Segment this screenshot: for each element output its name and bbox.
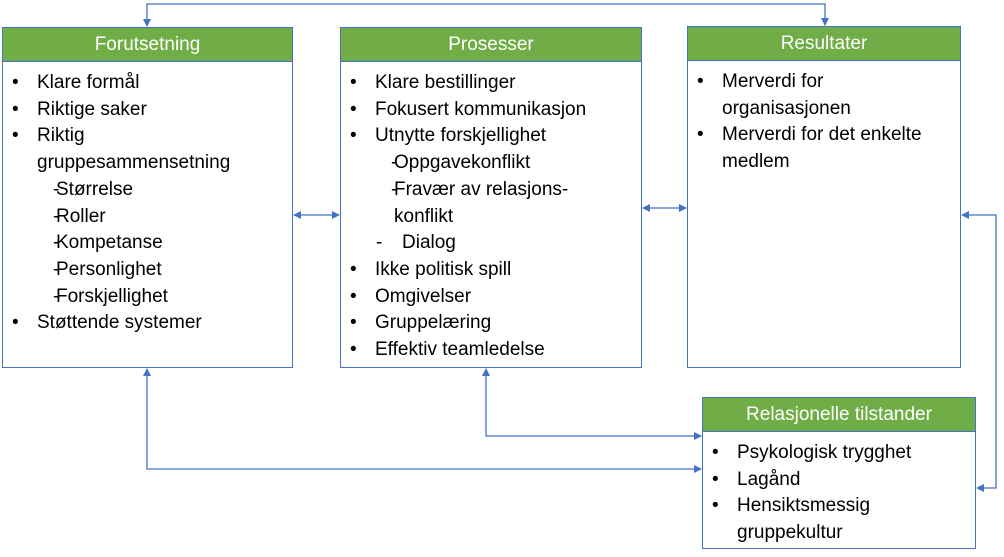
- prosesser-list: Klare bestillingerFokusert kommunikasjon…: [341, 62, 608, 364]
- list-item: Ikke politisk spill: [350, 257, 602, 284]
- list-item: -Størrelse: [12, 177, 242, 204]
- list-item: Effektiv teamledelse: [350, 337, 602, 364]
- list-item: Hensiktsmessig gruppekultur: [712, 493, 942, 546]
- list-item: -Roller: [12, 204, 242, 231]
- relasjonelle-box: Relasjonelle tilstander Psykologisk tryg…: [702, 397, 976, 549]
- list-item: Støttende systemer: [12, 310, 242, 337]
- list-item: Merverdi for organisasjonen: [697, 69, 937, 122]
- dash-marker: -: [53, 232, 60, 254]
- arrow-top-loop: [143, 3, 829, 27]
- list-item: Psykologisk trygghet: [712, 440, 942, 467]
- resultater-box: Resultater Merverdi for organisasjonenMe…: [687, 26, 961, 368]
- arrow-resultater-relasjonelle: [961, 211, 997, 492]
- list-item: -Dialog: [350, 230, 602, 257]
- forutsetning-list: Klare formålRiktige sakerRiktig gruppesa…: [3, 62, 248, 337]
- arrow-forutsetning-relasjonelle: [143, 368, 702, 473]
- resultater-list: Merverdi for organisasjonenMerverdi for …: [688, 61, 943, 176]
- list-item: -Personlighet: [12, 257, 242, 284]
- list-item: Fokusert kommunikasjon: [350, 97, 602, 124]
- relasjonelle-title: Relasjonelle tilstander: [703, 398, 975, 432]
- list-item: Gruppelæring: [350, 310, 602, 337]
- forutsetning-box: Forutsetning Klare formålRiktige sakerRi…: [2, 27, 293, 368]
- list-item: -Fravær av relasjons-konflikt: [391, 178, 569, 227]
- list-item: Riktig gruppesammensetning: [12, 123, 242, 176]
- dash-marker: -: [391, 152, 398, 174]
- list-item: -Oppgavekonflikt: [350, 150, 602, 177]
- arrow-prosesser-relasjonelle: [482, 368, 702, 440]
- dash-marker: -: [53, 178, 60, 200]
- prosesser-box: Prosesser Klare bestillingerFokusert kom…: [340, 27, 642, 368]
- dash-marker: -: [391, 178, 398, 200]
- prosesser-title: Prosesser: [341, 28, 641, 62]
- dash-marker: -: [53, 258, 60, 280]
- list-item: -Forskjellighet: [12, 284, 242, 311]
- list-item: -Kompetanse: [12, 230, 242, 257]
- resultater-title: Resultater: [688, 27, 960, 61]
- list-item: Klare formål: [12, 70, 242, 97]
- list-item: Riktige saker: [12, 97, 242, 124]
- list-item: Lagånd: [712, 467, 942, 494]
- list-item: Omgivelser: [350, 284, 602, 311]
- list-item: Utnytte forskjellighet: [350, 123, 602, 150]
- relasjonelle-list: Psykologisk trygghetLagåndHensiktsmessig…: [703, 432, 948, 547]
- forutsetning-title: Forutsetning: [3, 28, 292, 62]
- list-item: Merverdi for det enkelte medlem: [697, 122, 937, 175]
- dash-marker: -: [53, 285, 60, 307]
- dash-marker: -: [376, 232, 383, 254]
- dash-marker: -: [53, 205, 60, 227]
- list-item: Klare bestillinger: [350, 70, 602, 97]
